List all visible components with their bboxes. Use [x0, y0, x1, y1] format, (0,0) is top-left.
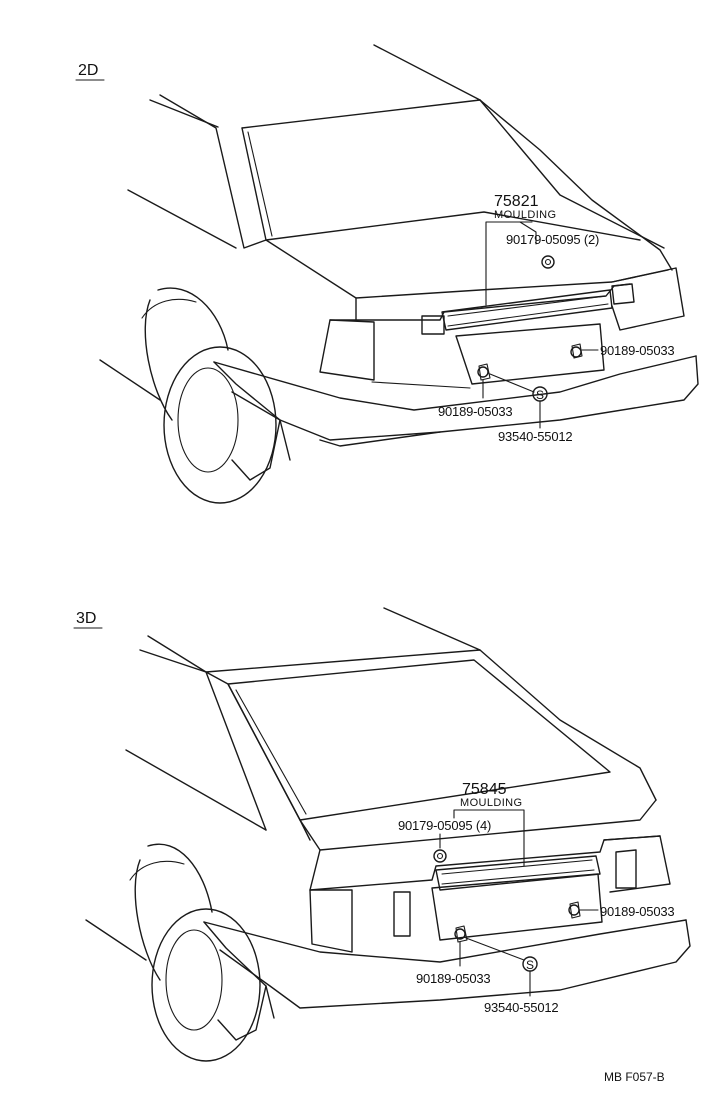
moulding-strip-3d — [435, 855, 601, 891]
fastener-right-icon-2d — [570, 343, 583, 359]
leader-moulding-2d — [485, 221, 533, 306]
moulding-name-2d: MOULDING — [494, 209, 556, 221]
moulding-number-2d: 75821 — [494, 193, 539, 210]
two-door-section: 2D — [75, 44, 699, 504]
car-body-3d — [85, 607, 691, 1062]
fastener-left-icon-3d — [454, 925, 468, 943]
leader-screw-2d — [489, 373, 535, 393]
fastener-left-2d: 90189-05033 — [438, 404, 512, 419]
leader-screw-3d — [465, 937, 525, 961]
figure-code: MB F057-B — [604, 1070, 665, 1084]
clip-icon-3d-center — [436, 852, 444, 860]
fastener-left-3d: 90189-05033 — [416, 971, 490, 986]
section-label-2d: 2D — [78, 62, 98, 79]
screw-part-2d: 93540-55012 — [498, 429, 572, 444]
moulding-strip-2d — [441, 289, 613, 331]
section-label-3d: 3D — [76, 610, 96, 627]
clip-part-2d: 90179-05095 (2) — [506, 232, 599, 247]
three-door-section: 3D — [73, 607, 691, 1062]
clip-icon-2d-center — [544, 258, 552, 266]
leader-clip-2d — [519, 221, 537, 245]
clip-icon-3d — [433, 849, 447, 863]
clip-part-3d: 90179-05095 (4) — [398, 818, 491, 833]
clip-icon-2d — [541, 255, 555, 269]
fastener-right-2d: 90189-05033 — [600, 343, 674, 358]
fastener-right-icon-3d — [568, 901, 581, 919]
screw-symbol-2d: S — [536, 388, 544, 402]
screw-symbol-3d: S — [526, 958, 534, 972]
car-body-2d — [99, 44, 699, 504]
moulding-name-3d: MOULDING — [460, 797, 522, 809]
moulding-number-3d: 75845 — [462, 781, 507, 798]
leader-moulding-3d — [453, 809, 525, 867]
fastener-right-3d: 90189-05033 — [600, 904, 674, 919]
fastener-left-icon-2d — [477, 363, 491, 381]
screw-part-3d: 93540-55012 — [484, 1000, 558, 1015]
